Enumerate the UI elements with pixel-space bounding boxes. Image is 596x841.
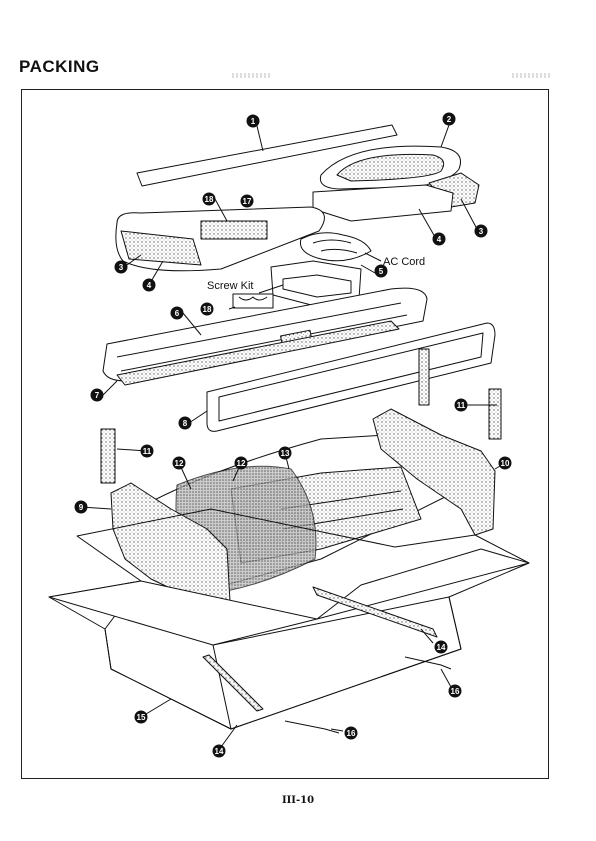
svg-text:12: 12 — [237, 459, 246, 468]
svg-text:14: 14 — [437, 643, 446, 652]
callout-15: 15 — [135, 711, 148, 724]
callout-13: 13 — [279, 447, 292, 460]
callout-18: 18 — [203, 193, 216, 206]
svg-text:15: 15 — [137, 713, 146, 722]
callout-2: 2 — [443, 113, 456, 126]
part-ac-cord-pack — [300, 233, 371, 261]
part-post-left — [101, 429, 115, 483]
scan-speck — [232, 73, 270, 78]
part-strap — [405, 657, 451, 669]
callout-14: 14 — [213, 745, 226, 758]
svg-text:3: 3 — [479, 227, 484, 236]
callout-12: 12 — [235, 457, 248, 470]
callout-3: 3 — [475, 225, 488, 238]
callout-9: 9 — [75, 501, 88, 514]
svg-text:14: 14 — [215, 747, 224, 756]
part-post-right — [489, 389, 501, 439]
part-box-flap-right — [317, 549, 529, 619]
page-title: PACKING — [19, 57, 100, 77]
svg-text:16: 16 — [347, 729, 356, 738]
packing-diagram: AC Cord Screw Kit 1 2 3 3 4 4 5 6 7 8 9 … — [21, 89, 549, 779]
part-screw-kit — [233, 294, 273, 308]
part-strap — [285, 721, 339, 733]
callout-17: 17 — [241, 195, 254, 208]
part-foam-right — [313, 185, 453, 221]
svg-text:10: 10 — [501, 459, 510, 468]
callout-14: 14 — [435, 641, 448, 654]
part-box-flap-front — [49, 581, 317, 645]
svg-text:11: 11 — [143, 447, 152, 456]
callout-1: 1 — [247, 115, 260, 128]
callout-12: 12 — [173, 457, 186, 470]
svg-text:4: 4 — [147, 281, 152, 290]
callout-16: 16 — [449, 685, 462, 698]
svg-text:17: 17 — [243, 197, 252, 206]
svg-text:9: 9 — [79, 503, 84, 512]
svg-text:12: 12 — [175, 459, 184, 468]
svg-text:1: 1 — [251, 117, 256, 126]
svg-text:2: 2 — [447, 115, 452, 124]
svg-text:18: 18 — [205, 195, 214, 204]
callout-4: 4 — [143, 279, 156, 292]
part-post-mid — [419, 349, 429, 405]
svg-text:18: 18 — [203, 305, 212, 314]
callout-4: 4 — [433, 233, 446, 246]
label-ac-cord: AC Cord — [383, 256, 425, 268]
callout-8: 8 — [179, 417, 192, 430]
callout-11: 11 — [141, 445, 154, 458]
part-corner-strip — [203, 655, 263, 711]
svg-text:13: 13 — [281, 449, 290, 458]
svg-text:5: 5 — [379, 267, 384, 276]
svg-text:6: 6 — [175, 309, 180, 318]
svg-text:7: 7 — [95, 391, 100, 400]
callout-10: 10 — [499, 457, 512, 470]
svg-text:16: 16 — [451, 687, 460, 696]
svg-text:3: 3 — [119, 263, 124, 272]
callout-3: 3 — [115, 261, 128, 274]
svg-text:4: 4 — [437, 235, 442, 244]
callout-11: 11 — [455, 399, 468, 412]
callout-6: 6 — [171, 307, 184, 320]
page-number: III-10 — [0, 795, 596, 806]
label-screw-kit: Screw Kit — [207, 280, 253, 292]
svg-text:11: 11 — [457, 401, 466, 410]
callout-18: 18 — [201, 303, 214, 316]
scan-speck — [512, 73, 552, 78]
callout-5: 5 — [375, 265, 388, 278]
callout-7: 7 — [91, 389, 104, 402]
callout-16: 16 — [345, 727, 358, 740]
svg-text:8: 8 — [183, 419, 188, 428]
